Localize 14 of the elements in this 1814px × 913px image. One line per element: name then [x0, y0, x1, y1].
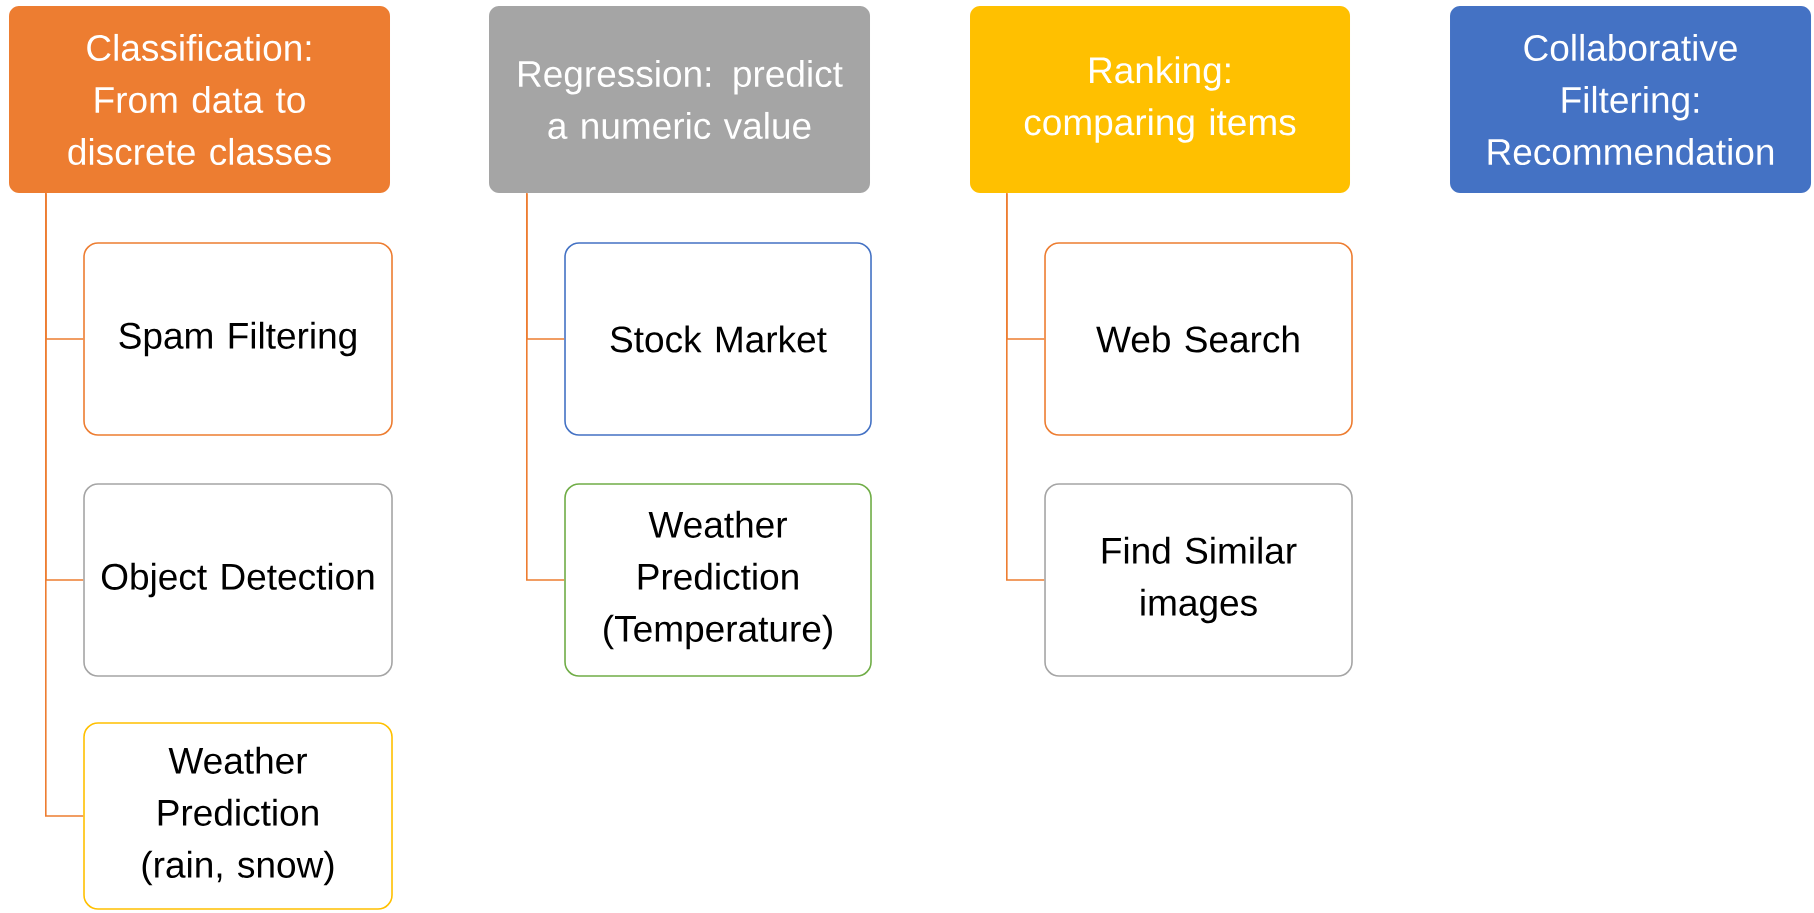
- category-box: Classification: From data to discrete classes: [9, 6, 390, 193]
- example-box: Stock Market: [564, 242, 872, 436]
- category-box: Ranking: comparing items: [970, 6, 1350, 193]
- connector-line: [526, 192, 565, 581]
- example-box: Spam Filtering: [83, 242, 393, 436]
- example-box: Web Search: [1044, 242, 1353, 436]
- connector-line: [1006, 192, 1045, 581]
- category-box: Collaborative Filtering: Recommendation: [1450, 6, 1811, 193]
- example-box: Find Similar images: [1044, 483, 1353, 677]
- example-box: Weather Prediction (rain, snow): [83, 722, 393, 910]
- connector-line: [45, 192, 84, 817]
- example-box: Object Detection: [83, 483, 393, 677]
- category-box: Regression: predict a numeric value: [489, 6, 870, 193]
- example-box: Weather Prediction (Temperature): [564, 483, 872, 677]
